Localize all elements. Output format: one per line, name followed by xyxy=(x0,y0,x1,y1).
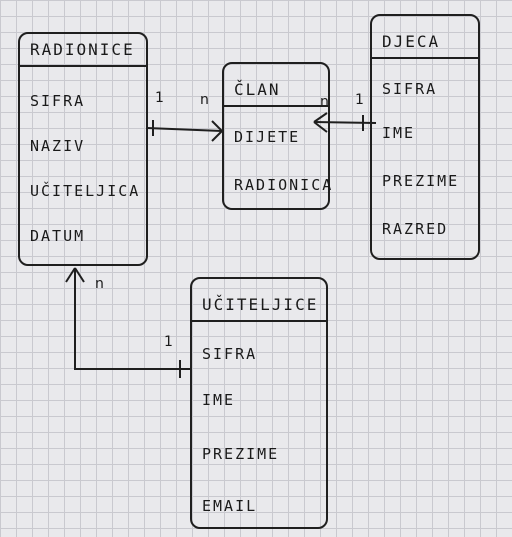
entity-radionice-title: RADIONICE xyxy=(20,34,146,67)
cardinality-radionice-uciteljice-top: n xyxy=(95,276,104,292)
relation-radionice-uciteljice xyxy=(65,267,191,378)
attr-djeca-sifra: SIFRA xyxy=(382,80,438,98)
attr-uciteljice-email: EMAIL xyxy=(202,497,258,515)
attr-uciteljice-ime: IME xyxy=(202,391,236,409)
attr-radionice-datum: DATUM xyxy=(30,227,86,245)
cardinality-radionice-clan-left: 1 xyxy=(155,90,164,106)
entity-djeca-title: DJECA xyxy=(372,16,478,59)
attr-radionice-uciteljica: UČITELJICA xyxy=(30,182,141,200)
cardinality-radionice-uciteljice-bottom: 1 xyxy=(164,334,173,350)
attr-uciteljice-prezime: PREZIME xyxy=(202,445,280,463)
relation-clan-djeca xyxy=(313,112,377,133)
attr-djeca-prezime: PREZIME xyxy=(382,172,460,190)
entity-djeca: DJECA SIFRA IME PREZIME RAZRED xyxy=(370,14,480,260)
attr-radionice-naziv: NAZIV xyxy=(30,137,86,155)
entity-clan: ČLAN DIJETE RADIONICA xyxy=(222,62,331,210)
entity-uciteljice: UČITELJICE SIFRA IME PREZIME EMAIL xyxy=(190,277,328,529)
cardinality-clan-djeca-left: n xyxy=(320,94,329,110)
entity-uciteljice-title: UČITELJICE xyxy=(192,279,326,322)
attr-djeca-razred: RAZRED xyxy=(382,220,449,238)
attr-uciteljice-sifra: SIFRA xyxy=(202,345,258,363)
relation-radionice-clan xyxy=(146,120,223,142)
cardinality-radionice-clan-right: n xyxy=(200,92,209,108)
attr-clan-radionica: RADIONICA xyxy=(234,176,334,194)
entity-clan-title: ČLAN xyxy=(224,64,328,107)
attr-djeca-ime: IME xyxy=(382,124,416,142)
attr-clan-dijete: DIJETE xyxy=(234,128,301,146)
attr-radionice-sifra: SIFRA xyxy=(30,92,86,110)
entity-radionice: RADIONICE SIFRA NAZIV UČITELJICA DATUM xyxy=(18,32,148,266)
cardinality-clan-djeca-right: 1 xyxy=(355,92,364,108)
